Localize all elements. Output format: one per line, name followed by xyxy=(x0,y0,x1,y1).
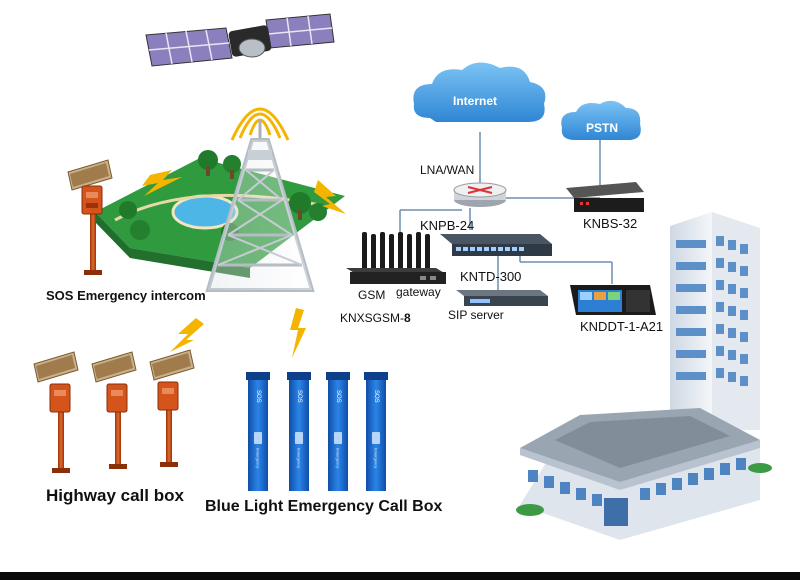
blue-light-call-box xyxy=(326,372,350,491)
gateway-label: gateway xyxy=(396,285,441,299)
blue-light-call-box xyxy=(287,372,311,491)
call-box-sos-text: SOS xyxy=(296,390,302,403)
highway-call-box xyxy=(149,349,195,467)
lightning-bolt-icon xyxy=(142,170,182,196)
lightning-bolt-icon xyxy=(314,180,346,214)
sos-intercom-pole xyxy=(67,159,113,275)
kntd-label: KNTD-300 xyxy=(460,269,522,284)
highway-call-box xyxy=(91,351,137,469)
lightning-bolt-icon xyxy=(290,308,306,358)
knxsgsm-label: KNXSGSM-8 xyxy=(340,311,411,325)
call-box-emergency-text: Emergency xyxy=(297,448,302,468)
call-box-emergency-text: Emergency xyxy=(336,448,341,468)
call-box-emergency-text: Emergency xyxy=(374,448,379,468)
dispatch-console-icon xyxy=(570,285,656,315)
knxsgsm-prefix: KNXSGSM- xyxy=(340,311,405,325)
highway-caption: Highway call box xyxy=(46,486,184,505)
blue-light-call-box xyxy=(246,372,270,491)
switch-icon xyxy=(440,234,552,256)
call-box-sos-text: SOS xyxy=(335,390,341,403)
bottom-border xyxy=(0,572,800,580)
blue-light-call-box xyxy=(364,372,388,491)
pstn-cloud-icon xyxy=(561,100,641,140)
office-tower-icon xyxy=(670,212,760,436)
router-icon xyxy=(453,182,507,207)
knddt-label: KNDDT-1-A21 xyxy=(580,319,664,334)
sos-intercom-caption: SOS Emergency intercom xyxy=(46,288,206,303)
internet-cloud-icon xyxy=(413,62,546,122)
sip-server-icon xyxy=(456,290,548,306)
blue-light-caption: Blue Light Emergency Call Box xyxy=(205,498,443,515)
knbs-gateway-icon xyxy=(566,182,644,212)
sip-server-label: SIP server xyxy=(448,308,504,322)
gsm-label: GSM xyxy=(358,288,386,302)
internet-label: Internet xyxy=(452,94,497,108)
cell-tower-icon xyxy=(205,107,315,292)
call-box-sos-text: SOS xyxy=(373,390,379,403)
satellite-icon xyxy=(145,13,335,67)
pstn-label: PSTN xyxy=(585,121,618,135)
highway-call-box xyxy=(33,351,79,473)
knpb-label: KNPB-24 xyxy=(420,218,475,233)
lightning-bolt-icon xyxy=(170,318,204,352)
knxsgsm-number: 8 xyxy=(404,311,411,325)
call-box-emergency-text: Emergency xyxy=(256,448,261,468)
knbs-label: KNBS-32 xyxy=(583,216,638,231)
call-box-sos-text: SOS xyxy=(255,390,261,403)
lna-wan-label: LNA/WAN xyxy=(420,163,475,177)
gsm-gateway-icon xyxy=(346,232,446,284)
office-building-icon xyxy=(516,408,772,540)
